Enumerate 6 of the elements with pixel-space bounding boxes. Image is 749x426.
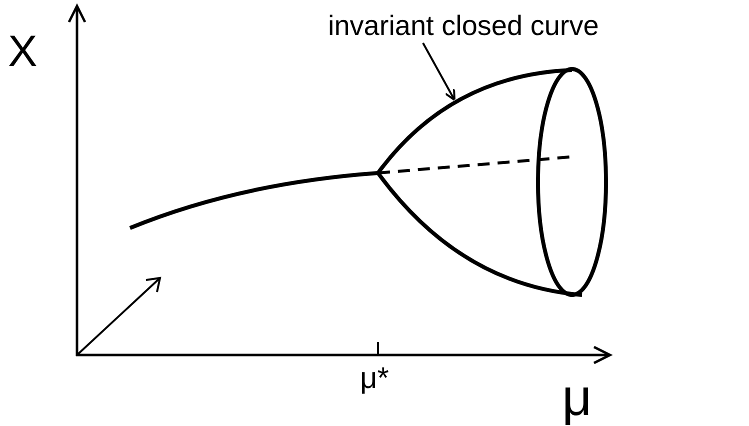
axis-label: X <box>8 30 38 74</box>
annotation-text: invariant closed curve <box>328 12 599 40</box>
axis-label: μ <box>562 372 592 424</box>
bifurcation-surface-drawing <box>376 67 608 297</box>
leader-arrow <box>422 42 456 101</box>
tick-label: μ* <box>360 364 389 394</box>
